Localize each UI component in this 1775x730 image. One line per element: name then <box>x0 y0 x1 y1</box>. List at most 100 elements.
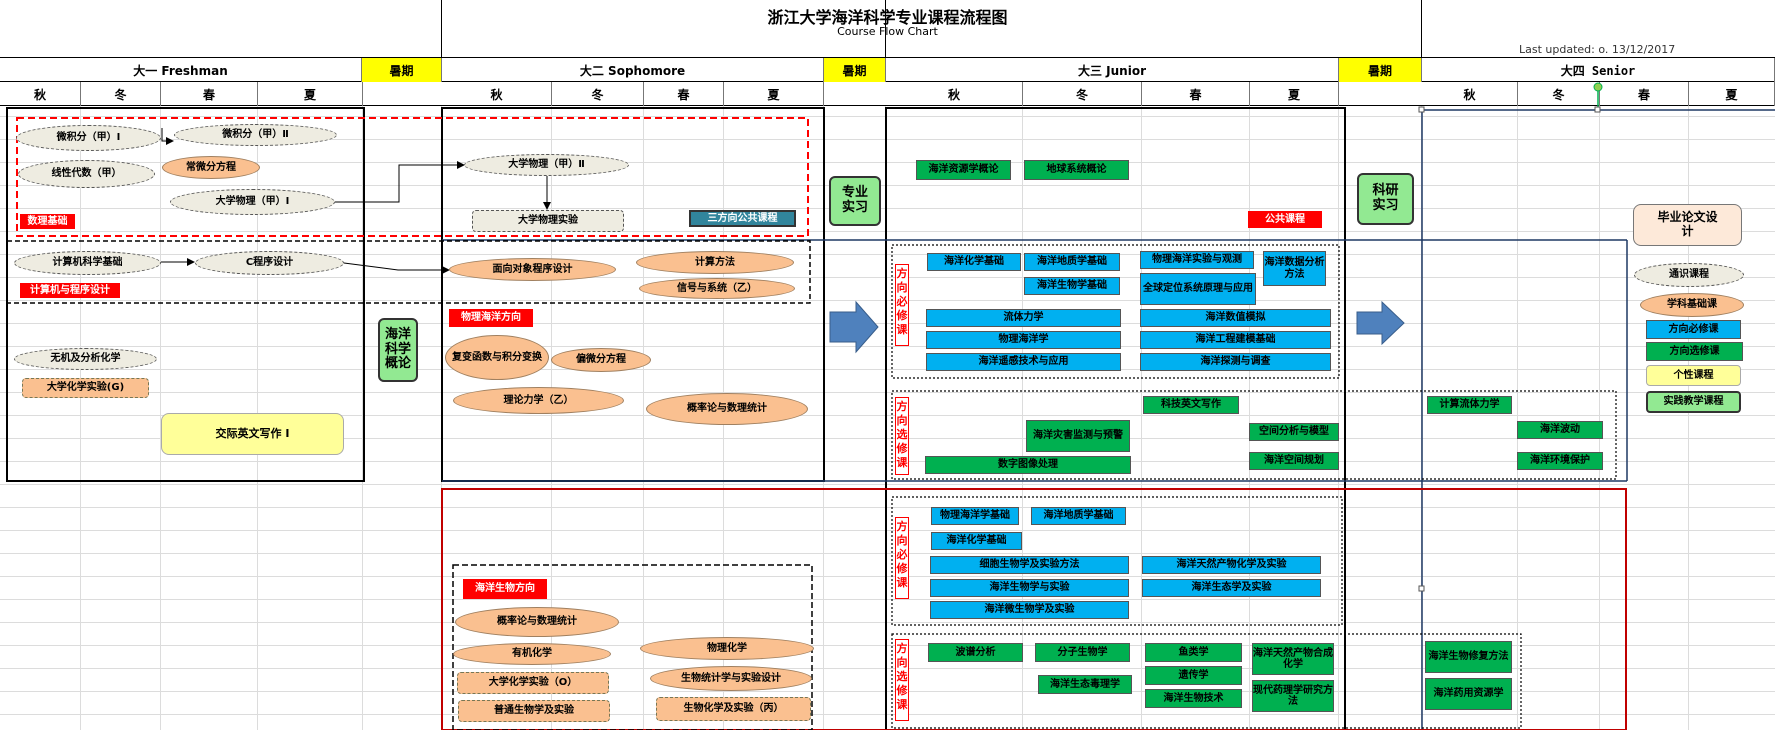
course-b-geo[interactable]: 海洋地质学基础 <box>1031 507 1126 525</box>
course-pde[interactable]: 偏微分方程 <box>551 348 651 372</box>
course-toxic[interactable]: 海洋生态毒理学 <box>1038 675 1132 694</box>
course-phys1[interactable]: 大学物理（甲）Ⅰ <box>170 189 335 215</box>
label-phys-direction: 物理海洋方向 <box>449 309 533 327</box>
year-freshman: 大一 Freshman <box>0 58 362 82</box>
course-physlab[interactable]: 大学物理实验 <box>472 210 624 232</box>
course-spectral[interactable]: 波谱分析 <box>928 643 1023 662</box>
course-oop[interactable]: 面向对象程序设计 <box>449 258 616 281</box>
course-compmeth[interactable]: 计算方法 <box>636 251 794 274</box>
course-linalg[interactable]: 线性代数（甲） <box>18 160 155 188</box>
course-restore[interactable]: 海洋生物修复方法 <box>1425 641 1512 673</box>
course-organic[interactable]: 有机化学 <box>453 643 611 665</box>
label-dir-elective: 方向选修课 <box>895 397 909 475</box>
course-pharm[interactable]: 现代药理学研究方法 <box>1252 680 1334 712</box>
season-winter: 冬 <box>1518 82 1600 106</box>
course-sci-english[interactable]: 科技英文写作 <box>1143 396 1239 414</box>
season-autumn: 秋 <box>886 82 1023 106</box>
legend-subject-base: 学科基础课 <box>1640 293 1744 317</box>
season-summer: 夏 <box>1250 82 1339 106</box>
season-summer: 夏 <box>258 82 363 106</box>
course-physchem[interactable]: 物理化学 <box>640 637 814 660</box>
season-autumn: 秋 <box>1422 82 1518 106</box>
course-phys-exp[interactable]: 物理海洋实验与观测 <box>1140 251 1254 269</box>
course-survey[interactable]: 海洋探测与调查 <box>1140 353 1331 371</box>
course-csbase[interactable]: 计算机科学基础 <box>14 251 161 275</box>
chart-title: 浙江大学海洋科学专业课程流程图 <box>767 8 1008 27</box>
legend-general: 通识课程 <box>1634 263 1744 287</box>
course-molbio[interactable]: 分子生物学 <box>1035 643 1130 662</box>
course-chemlab-g[interactable]: 大学化学实验(G) <box>22 378 149 398</box>
label-math-base: 数理基础 <box>20 214 75 229</box>
course-biotech[interactable]: 海洋生物技术 <box>1145 689 1242 708</box>
course-earth-system[interactable]: 地球系统概论 <box>1024 160 1129 180</box>
year-junior: 大三 Junior <box>886 58 1339 82</box>
course-numsim[interactable]: 海洋数值模拟 <box>1140 309 1331 327</box>
course-genbio[interactable]: 普通生物学及实验 <box>458 700 610 722</box>
course-b-chem[interactable]: 海洋化学基础 <box>931 532 1022 550</box>
course-planning[interactable]: 海洋空间规划 <box>1249 452 1339 470</box>
course-spatial[interactable]: 空间分析与模型 <box>1249 423 1339 441</box>
label-dir-required: 方向必修课 <box>895 517 909 599</box>
course-calc1[interactable]: 微积分（甲）Ⅰ <box>16 125 161 151</box>
course-marbio[interactable]: 海洋生物学与实验 <box>930 579 1129 597</box>
course-prob1[interactable]: 概率论与数理统计 <box>646 393 808 425</box>
summer-2: 暑期 <box>824 58 886 82</box>
course-waves[interactable]: 海洋波动 <box>1517 421 1603 439</box>
label-dir-required: 方向必修课 <box>895 264 909 346</box>
label-cs-base: 计算机与程序设计 <box>20 283 120 298</box>
course-prob2[interactable]: 概率论与数理统计 <box>455 607 619 637</box>
course-inorg[interactable]: 无机及分析化学 <box>14 348 157 370</box>
course-image[interactable]: 数字图像处理 <box>925 456 1131 474</box>
course-ocean-chem[interactable]: 海洋化学基础 <box>927 253 1021 271</box>
course-cfd[interactable]: 计算流体力学 <box>1427 396 1512 414</box>
legend-dir-required: 方向必修课 <box>1646 320 1741 339</box>
course-theomech[interactable]: 理论力学（乙） <box>453 387 624 414</box>
course-ichthy[interactable]: 鱼类学 <box>1145 643 1242 662</box>
course-natprod-syn[interactable]: 海洋天然产物合成化学 <box>1252 643 1334 675</box>
course-signals[interactable]: 信号与系统（乙） <box>639 278 795 299</box>
season-spring: 春 <box>1142 82 1250 106</box>
course-engmod[interactable]: 海洋工程建模基础 <box>1140 331 1331 349</box>
course-drug[interactable]: 海洋药用资源学 <box>1425 678 1512 710</box>
course-calc2[interactable]: 微积分（甲）Ⅱ <box>174 124 337 146</box>
course-genetics[interactable]: 遗传学 <box>1145 666 1242 685</box>
course-gps[interactable]: 全球定位系统原理与应用 <box>1140 273 1256 305</box>
course-remote[interactable]: 海洋遥感技术与应用 <box>926 353 1121 371</box>
season-spring: 春 <box>161 82 258 106</box>
label-bio-direction: 海洋生物方向 <box>463 579 547 599</box>
course-env-protect[interactable]: 海洋环境保护 <box>1517 452 1603 470</box>
course-natprod[interactable]: 海洋天然产物化学及实验 <box>1142 556 1321 574</box>
course-cellbio[interactable]: 细胞生物学及实验方法 <box>930 556 1129 574</box>
thesis-design[interactable]: 毕业论文设计 <box>1633 204 1742 246</box>
season-spring: 春 <box>644 82 724 106</box>
course-ocean-geo[interactable]: 海洋地质学基础 <box>1024 253 1120 271</box>
course-disaster[interactable]: 海洋灾害监测与预警 <box>1026 420 1130 452</box>
course-ode[interactable]: 常微分方程 <box>162 156 260 179</box>
professional-internship[interactable]: 专业实习 <box>829 176 881 226</box>
course-fluid[interactable]: 流体力学 <box>926 309 1121 327</box>
season-winter: 冬 <box>1023 82 1142 106</box>
course-physoc[interactable]: 物理海洋学 <box>926 331 1121 349</box>
summer-3: 暑期 <box>1339 58 1422 82</box>
course-b-physoc[interactable]: 物理海洋学基础 <box>931 507 1019 525</box>
course-micro[interactable]: 海洋微生物学及实验 <box>930 601 1129 619</box>
course-biochem[interactable]: 生物化学及实验（丙） <box>656 697 811 721</box>
season-winter: 冬 <box>81 82 161 106</box>
course-cprog[interactable]: C程序设计 <box>195 251 344 275</box>
ocean-intro[interactable]: 海洋科学概论 <box>378 318 418 382</box>
course-phys2[interactable]: 大学物理（甲）Ⅱ <box>464 154 629 176</box>
course-complex[interactable]: 复变函数与积分变换 <box>445 335 549 380</box>
label-dir-elective: 方向选修课 <box>895 639 909 721</box>
research-internship[interactable]: 科研实习 <box>1357 173 1414 225</box>
course-chemlab-o[interactable]: 大学化学实验（O） <box>457 672 609 694</box>
course-ocean-resources[interactable]: 海洋资源学概论 <box>916 160 1011 180</box>
course-data-analysis[interactable]: 海洋数据分析方法 <box>1263 251 1326 286</box>
course-ecology[interactable]: 海洋生态学及实验 <box>1142 579 1321 597</box>
legend-dir-elective: 方向选修课 <box>1646 342 1743 361</box>
legend-practice: 实践教学课程 <box>1646 391 1741 413</box>
course-biostat[interactable]: 生物统计学与实验设计 <box>650 666 812 691</box>
course-english[interactable]: 交际英文写作 Ⅰ <box>161 413 344 455</box>
course-ocean-bio[interactable]: 海洋生物学基础 <box>1024 277 1120 295</box>
